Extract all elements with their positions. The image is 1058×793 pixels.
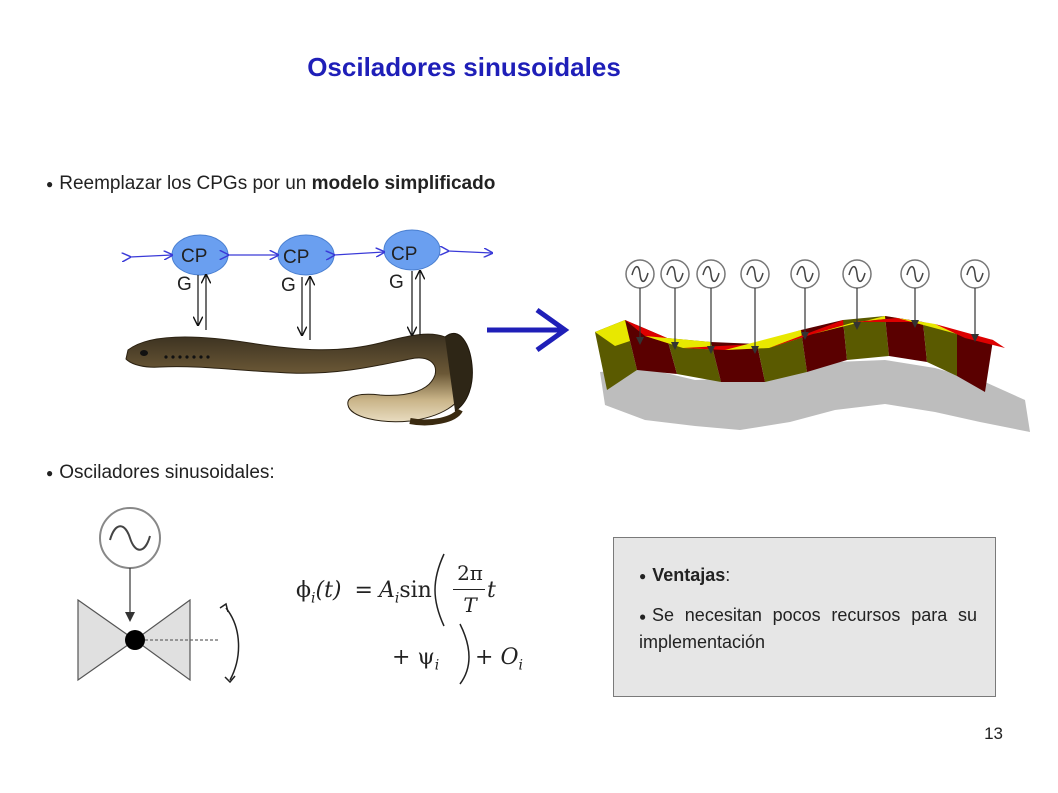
arrowhead-icon	[636, 337, 644, 345]
equation-t: t	[487, 578, 496, 603]
sine-wave-icon	[796, 265, 814, 283]
oscillator-joint-diagram	[77, 507, 240, 684]
arrowhead-icon	[707, 346, 715, 354]
equation-parentheses	[434, 553, 470, 685]
equation-line-2: + ψi	[392, 645, 440, 674]
arrowhead-icon	[801, 332, 809, 340]
sine-wave-icon	[848, 265, 866, 283]
bullet-replace-cpgs: ● Reemplazar los CPGs por un modelo simpl…	[46, 173, 495, 195]
sine-wave-icon	[702, 265, 720, 283]
robot-shadow	[600, 360, 1030, 432]
lamprey-image	[125, 333, 473, 426]
cpg-label-1-top: CP	[181, 246, 208, 267]
equation-offset: + Oi	[475, 645, 523, 674]
cpg-label-1-bottom: G	[177, 274, 192, 295]
cpg-output-arrows	[198, 271, 420, 340]
coupling-arrows	[130, 251, 492, 257]
left-link	[77, 598, 137, 682]
cpg-label-2-bottom: G	[281, 275, 296, 296]
sine-wave-icon	[906, 265, 924, 283]
equation-numerator: 2π	[457, 561, 483, 585]
bullet-dot: ●	[639, 609, 653, 624]
arrowhead-icon	[751, 346, 759, 354]
bullet1-bold-text: modelo simplificado	[311, 173, 496, 194]
cpg-label-3-bottom: G	[389, 272, 404, 293]
joint-icon	[125, 630, 145, 650]
cpg-lamprey-diagram	[110, 229, 510, 426]
bullet-sinusoidal-oscillators: ● Osciladores sinusoidales:	[46, 462, 275, 484]
advantages-box: ●Ventajas: ●Se necesitan pocos recursos …	[613, 537, 996, 697]
sine-wave-icon	[631, 265, 649, 283]
bullet-dot: ●	[639, 569, 647, 584]
bullet1-text: Reemplazar los CPGs por un	[59, 173, 312, 194]
advantages-body: ●Se necesitan pocos recursos para su imp…	[639, 605, 977, 653]
equation-line-1: ϕi(t) =Aisin	[296, 578, 432, 607]
page-number: 13	[984, 724, 1003, 743]
cpg-label-3-top: CP	[391, 244, 418, 265]
rotation-arrow-icon	[225, 607, 240, 681]
equation-denominator: T	[463, 593, 477, 617]
advantages-heading: ●Ventajas:	[639, 565, 731, 585]
bullet-dot: ●	[46, 176, 54, 191]
slide-title: Osciladores sinusoidales	[307, 52, 621, 82]
fraction-bar	[453, 589, 485, 590]
arrowhead-icon	[911, 320, 919, 328]
transform-arrow-icon	[487, 307, 570, 353]
bullet2-text: Osciladores sinusoidales:	[59, 462, 275, 483]
sine-wave-icon	[966, 265, 984, 283]
sine-wave-icon	[746, 265, 764, 283]
oscillator-robot-diagram	[595, 259, 1030, 432]
sine-wave-icon	[666, 265, 684, 283]
arrowhead-icon	[671, 342, 679, 350]
arrowhead-icon	[971, 334, 979, 342]
arrowhead-icon	[853, 322, 861, 330]
cpg-label-2-top: CP	[283, 247, 310, 268]
bullet-dot: ●	[46, 465, 54, 480]
robot-body	[595, 316, 1005, 392]
